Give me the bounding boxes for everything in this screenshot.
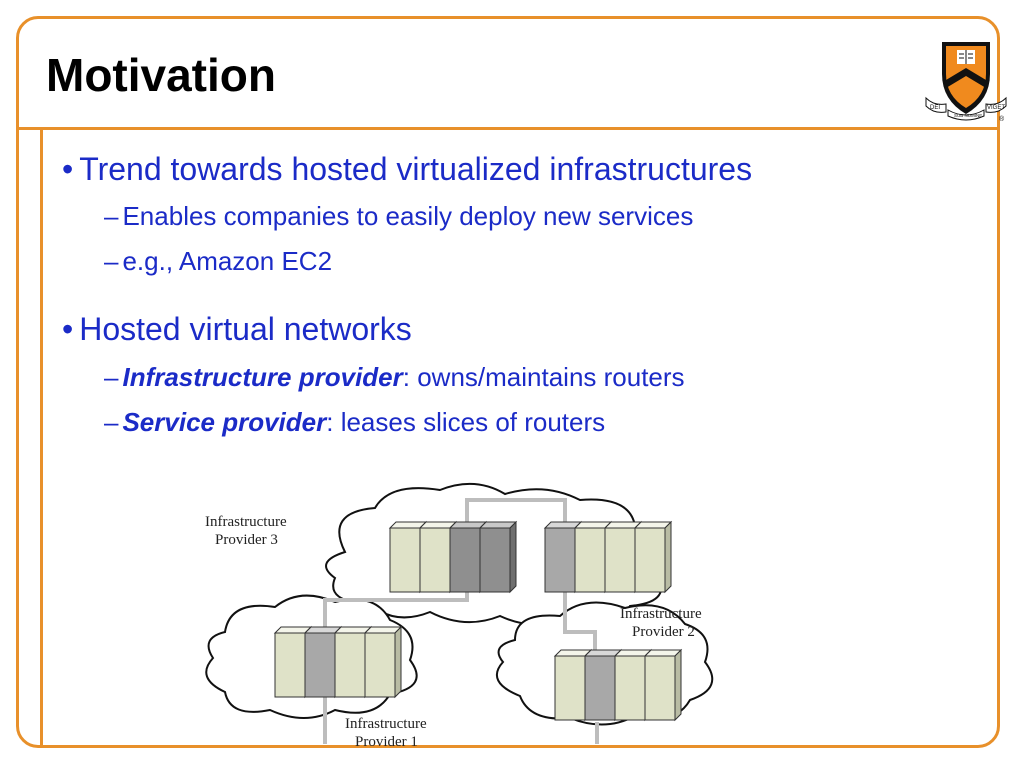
bullet-text: Trend towards hosted virtualized infrast…	[79, 151, 753, 187]
sub-bullet-item: –Enables companies to easily deploy new …	[104, 203, 693, 229]
sub-bullet-item: –Infrastructure provider: owns/maintains…	[104, 364, 685, 390]
router-p1	[274, 626, 402, 698]
bullet-item: •Trend towards hosted virtualized infras…	[62, 153, 752, 185]
sub-bullet-item: –e.g., Amazon EC2	[104, 248, 332, 274]
bullet-dot-icon: •	[62, 151, 74, 187]
logo-motto-center: SUB NUMINE	[954, 113, 982, 118]
dash-icon: –	[104, 407, 119, 437]
bullet-text: Hosted virtual networks	[79, 311, 412, 347]
label-provider-1-line1: Infrastructure	[345, 716, 427, 732]
router-p2	[554, 649, 682, 721]
label-provider-1-line2: Provider 1	[355, 734, 418, 750]
logo-motto-left: DEI	[930, 105, 940, 111]
dash-icon: –	[104, 246, 119, 276]
label-provider-3-line1: Infrastructure	[205, 514, 287, 530]
link-p3-a-to-p3-b	[465, 498, 567, 527]
logo-registered-mark: ®	[999, 115, 1005, 122]
link-p3-to-p2	[563, 582, 597, 657]
sub-bullet-text: e.g., Amazon EC2	[122, 246, 333, 276]
router-p3-left	[389, 521, 517, 593]
logo-motto-right: VIGET	[987, 105, 1005, 111]
slide-title: Motivation	[46, 49, 276, 101]
virtual-network-diagram: Infrastructure Provider 3 Infrastructure…	[205, 482, 714, 750]
term-definition: : leases slices of routers	[326, 407, 606, 437]
term-service-provider: Service provider	[122, 407, 327, 437]
sub-bullet-text: Enables companies to easily deploy new s…	[122, 201, 694, 231]
label-provider-2-line2: Provider 2	[632, 624, 695, 640]
slide-frame	[16, 16, 1000, 748]
router-p3-right	[544, 521, 672, 593]
term-definition: : owns/maintains routers	[402, 362, 685, 392]
princeton-shield-logo: DEI SUB NUMINE VIGET ®	[925, 42, 1007, 122]
dash-icon: –	[104, 362, 119, 392]
bullet-item: •Hosted virtual networks	[62, 313, 412, 345]
label-provider-2-line1: Infrastructure	[620, 606, 702, 622]
dash-icon: –	[104, 201, 119, 231]
bullet-dot-icon: •	[62, 311, 74, 347]
term-infrastructure-provider: Infrastructure provider	[122, 362, 403, 392]
sub-bullet-item: –Service provider: leases slices of rout…	[104, 409, 605, 435]
left-margin-rule	[40, 127, 43, 748]
title-divider	[16, 127, 1000, 130]
label-provider-3-line2: Provider 3	[215, 532, 278, 548]
